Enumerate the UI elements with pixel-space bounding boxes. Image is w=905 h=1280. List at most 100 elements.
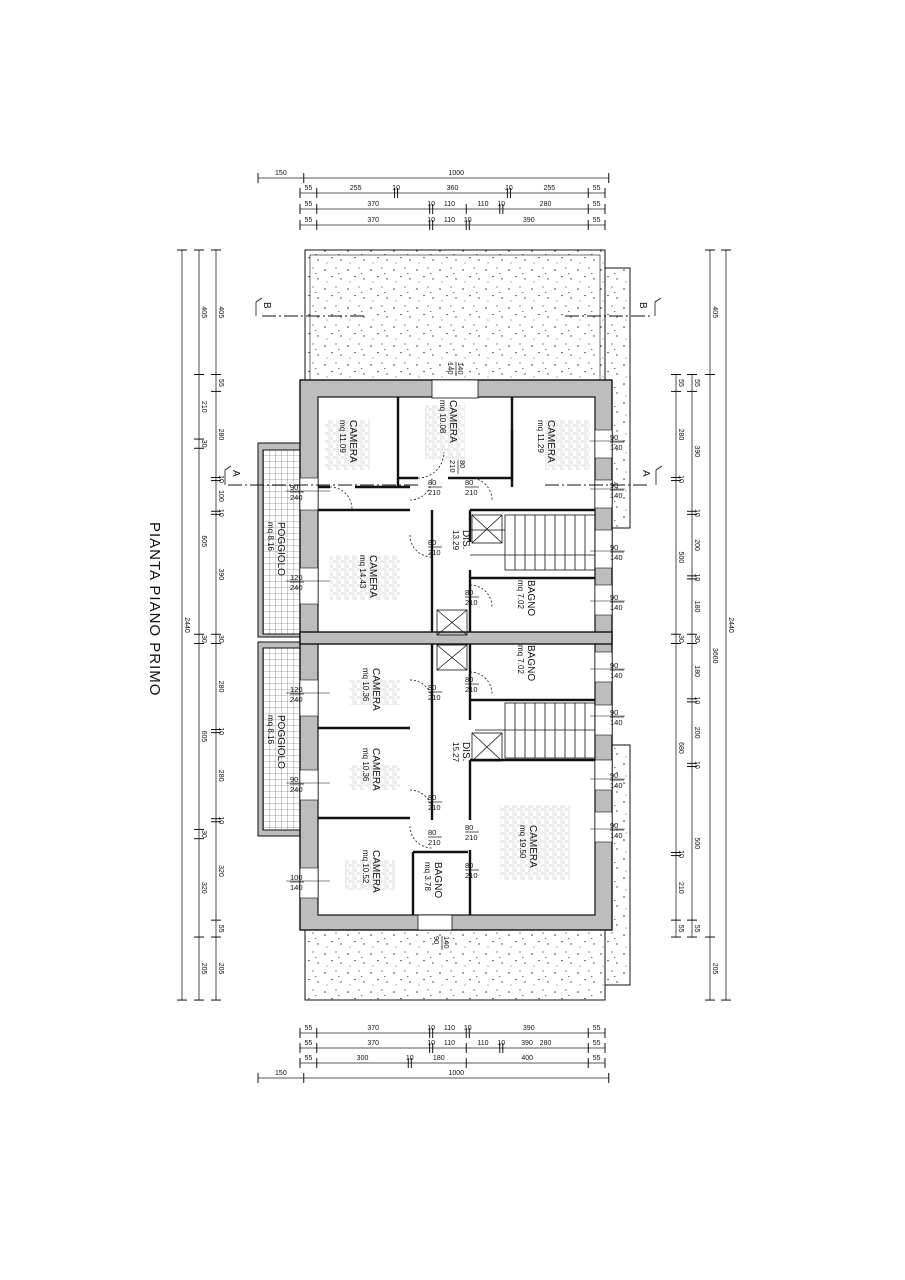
dimension-label: 200 — [693, 539, 700, 551]
dimension-label: 10 — [406, 1055, 414, 1062]
room-area: mq 7.02 — [516, 645, 525, 674]
dimension-label: 205 — [200, 963, 207, 975]
dimension-label: 390 — [523, 1025, 535, 1032]
size-width: 120 — [290, 573, 303, 582]
dimension-label: 405 — [711, 306, 718, 318]
dimension-label: 110 — [477, 201, 488, 208]
size-width: 140 — [456, 362, 465, 375]
size-width: 80 — [428, 793, 436, 802]
dimension-label: 205 — [711, 963, 718, 975]
dimension-label: 320 — [200, 882, 207, 894]
size-width: 80 — [428, 828, 436, 837]
size-height: 240 — [290, 493, 303, 502]
dimension-label: 110 — [444, 201, 455, 208]
dimension-label: 10 — [464, 1025, 472, 1032]
dimension-chain-left1: 2440 — [177, 249, 190, 1001]
dimension-label: 55 — [593, 217, 601, 224]
size-height: 140 — [610, 718, 623, 727]
room-name: CAMERA — [370, 748, 381, 791]
dimension-label: 55 — [304, 201, 312, 208]
dimension-label: 55 — [593, 1040, 601, 1047]
size-width: 90 — [610, 771, 618, 780]
room-name: BAGNO — [432, 862, 443, 898]
dimension-label: 55 — [593, 201, 601, 208]
size-width: 80 — [465, 588, 473, 597]
room-name: POGGIOLO — [275, 715, 286, 769]
shafts — [436, 514, 503, 762]
room-name: CAMERA — [545, 420, 556, 463]
size-height: 240 — [290, 583, 303, 592]
dimension-label: 30 — [217, 635, 224, 643]
dimension-label: 2440 — [183, 617, 190, 633]
room-area: mq 10.08 — [438, 400, 447, 434]
drawing-title: PIANTA PIANO PRIMO — [146, 522, 163, 696]
dimension-label: 1000 — [448, 1070, 464, 1077]
dimension-label: 100 — [217, 490, 224, 502]
dimension-label: 370 — [367, 1025, 379, 1032]
size-height: 140 — [610, 831, 623, 840]
size-height: 140 — [610, 671, 623, 680]
room-area: mq 7.02 — [516, 580, 525, 609]
size-width: 140 — [442, 936, 451, 949]
room-area: mq 19.50 — [518, 825, 527, 859]
dimension-label: 205 — [217, 963, 224, 975]
dimension-label: 180 — [693, 601, 700, 613]
dimension-label: 55 — [304, 185, 312, 192]
dimension-label: 255 — [350, 185, 362, 192]
dimension-label: 55 — [304, 1055, 312, 1062]
dimension-label: 55 — [217, 379, 224, 387]
size-height: 140 — [610, 603, 623, 612]
dimension-label: 55 — [304, 1025, 312, 1032]
size-height: 90 — [432, 936, 441, 944]
dimension-label: 180 — [693, 665, 700, 677]
dimension-label: 280 — [217, 770, 224, 782]
size-height: 140 — [610, 491, 623, 500]
dimension-label: 10 — [497, 1040, 505, 1047]
dimension-label: 300 — [357, 1055, 369, 1062]
top-terrace — [304, 249, 606, 381]
room-name: CAMERA — [527, 825, 538, 868]
dimension-label: 10 — [497, 201, 505, 208]
dimension-label: 10 — [693, 573, 700, 581]
dimension-label: 10 — [505, 185, 513, 192]
room-area: mq 10.52 — [361, 850, 370, 884]
size-width: 90 — [290, 775, 298, 784]
dimension-label: 55 — [677, 379, 684, 387]
dimension-label: 200 — [693, 727, 700, 739]
dimension-label: 110 — [444, 1025, 455, 1032]
room-name: DIS. — [460, 530, 471, 549]
dimension-label: 110 — [444, 1040, 455, 1047]
door-swings — [329, 451, 493, 849]
door-labels: 8021080210802108021080210802108021080210… — [428, 460, 479, 880]
size-width: 80 — [428, 538, 436, 547]
size-height: 210 — [428, 488, 441, 497]
opening-labels: 9014090140901409014090140901409014090140… — [286, 362, 625, 950]
dimension-label: 10 — [677, 850, 684, 858]
size-width: 90 — [610, 821, 618, 830]
dimension-label: 500 — [693, 837, 700, 849]
